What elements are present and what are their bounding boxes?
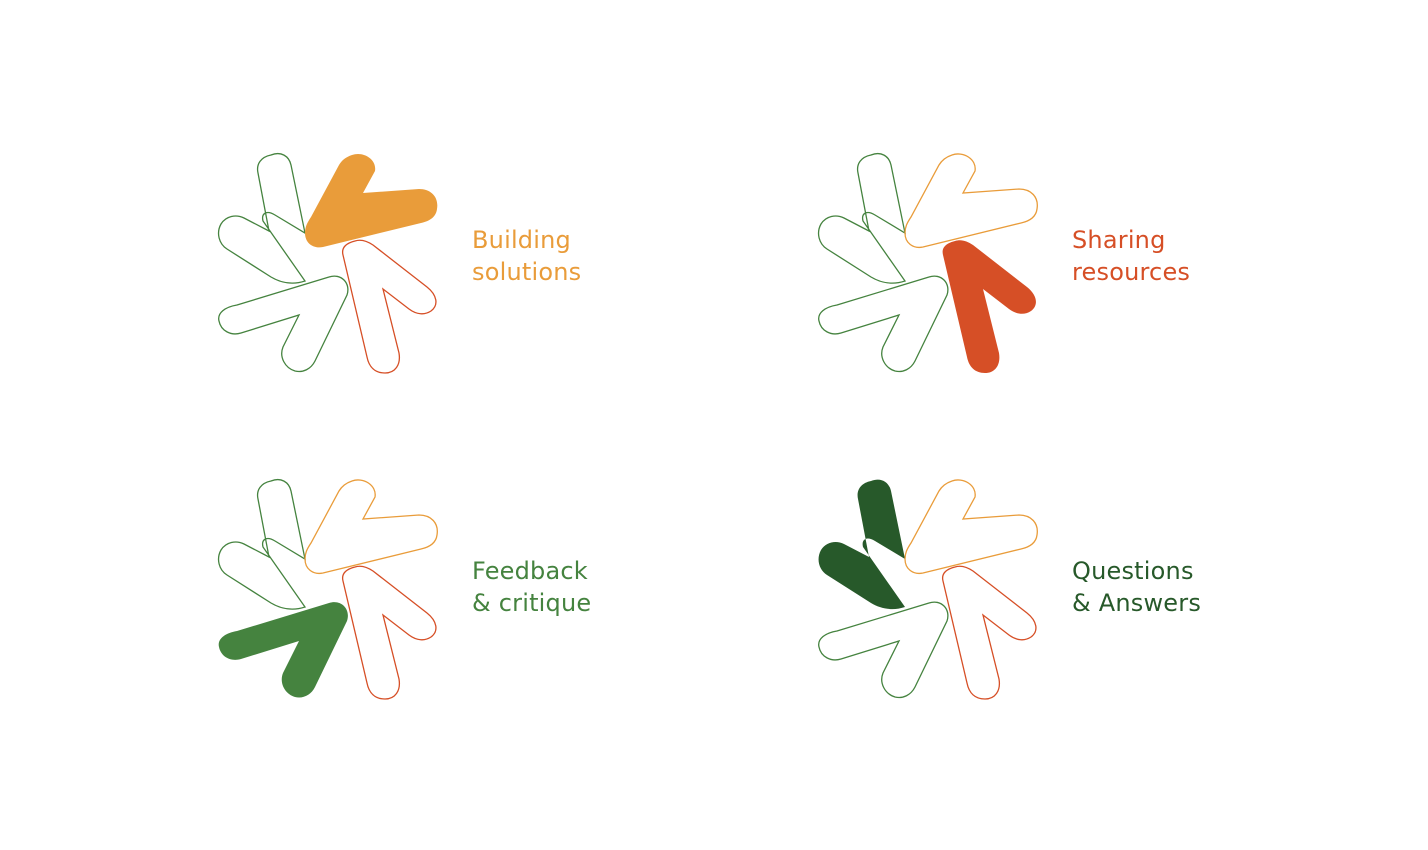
arrow-top-left — [818, 479, 905, 610]
category-feedback-critique: Feedback & critique — [217, 478, 657, 709]
label-line-2: resources — [1072, 258, 1191, 286]
logo-feedback-critique-icon — [217, 478, 438, 700]
label-questions-answers: Questions & Answers — [1072, 555, 1201, 619]
category-sharing-resources: Sharing resources — [817, 152, 1257, 383]
label-line-1: Questions — [1072, 557, 1194, 585]
logo-building-solutions-icon — [217, 152, 438, 374]
arrow-top-left — [217, 478, 307, 610]
label-line-1: Sharing — [1072, 226, 1166, 254]
logo-questions-answers-icon — [818, 479, 1038, 700]
arrow-bottom-right — [942, 240, 1036, 373]
label-line-2: & critique — [472, 589, 592, 617]
arrow-bottom-left — [218, 602, 348, 698]
label-feedback-critique: Feedback & critique — [472, 555, 591, 619]
arrow-bottom-right — [341, 565, 437, 700]
label-building-solutions: Building solutions — [472, 224, 581, 288]
label-line-2: & Answers — [1072, 589, 1202, 617]
arrow-top-right — [904, 479, 1038, 575]
arrow-bottom-right — [341, 239, 437, 374]
arrow-bottom-left — [818, 275, 949, 373]
label-line-2: solutions — [472, 258, 582, 286]
arrow-top-right — [904, 153, 1038, 249]
arrow-bottom-right — [941, 565, 1037, 700]
label-sharing-resources: Sharing resources — [1072, 224, 1190, 288]
arrow-top-right — [304, 479, 438, 575]
arrow-top-left — [817, 152, 907, 284]
arrow-top-left — [217, 152, 307, 284]
arrow-top-right — [305, 153, 438, 248]
category-questions-answers: Questions & Answers — [817, 479, 1257, 709]
logo-sharing-resources-icon — [817, 152, 1038, 373]
category-building-solutions: Building solutions — [217, 152, 657, 383]
label-line-1: Building — [472, 226, 571, 254]
arrow-bottom-left — [818, 601, 949, 699]
label-line-1: Feedback — [472, 557, 588, 585]
arrow-bottom-left — [218, 275, 349, 373]
